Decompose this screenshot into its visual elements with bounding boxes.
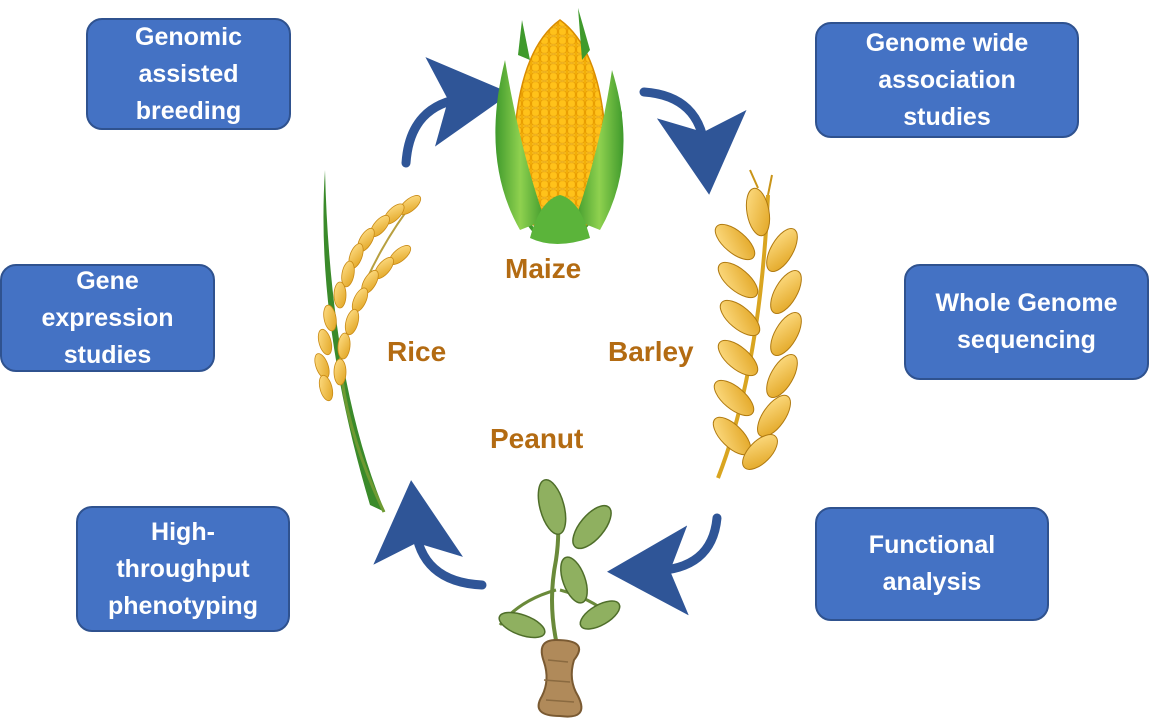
whole-genome-sequencing-box: Whole Genome sequencing <box>904 264 1149 380</box>
functional-analysis-box: Functional analysis <box>815 507 1049 621</box>
gwas-box: Genome wide association studies <box>815 22 1079 138</box>
high-throughput-phenotyping-box: High- throughput phenotyping <box>76 506 290 632</box>
peanut-label: Peanut <box>490 423 584 454</box>
barley-label: Barley <box>608 336 694 367</box>
maize-cob-icon <box>495 8 624 244</box>
rice-stalk-icon <box>314 170 422 513</box>
barley-ear-icon <box>712 169 802 479</box>
genomic-assisted-breeding-box: Genomic assisted breeding <box>86 18 291 130</box>
gene-expression-box: Gene expression studies <box>0 264 215 372</box>
cycle-arrow-icon <box>373 57 747 616</box>
peanut-plant-icon <box>498 479 621 718</box>
maize-label: Maize <box>505 253 582 284</box>
rice-label: Rice <box>387 336 447 367</box>
